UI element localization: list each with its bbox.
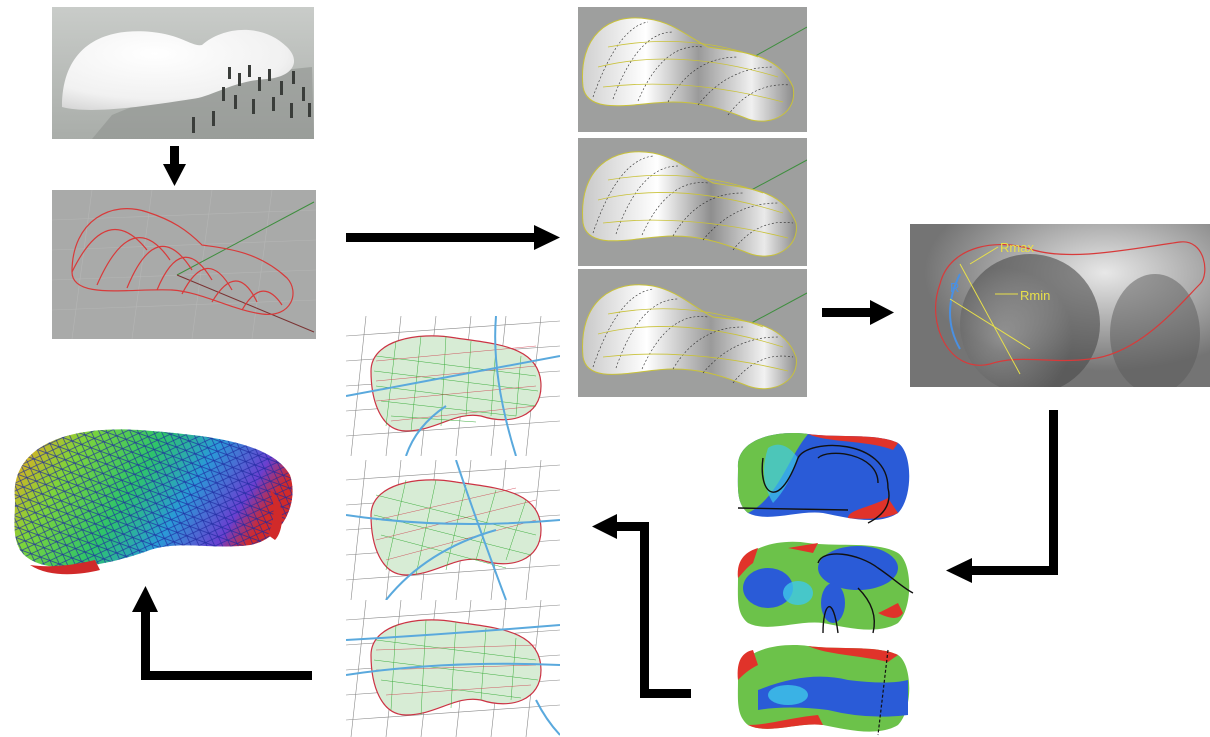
curvature-map-1-panel (728, 428, 914, 528)
form-render-panel (52, 7, 314, 139)
grid-pattern-2-panel (346, 460, 560, 600)
rmin-label: Rmin (1020, 288, 1050, 303)
arrow-elbow-right-vertical (1049, 410, 1058, 575)
rmax-label: Rmax (1000, 240, 1034, 255)
arrow-elbow-middle-top (615, 522, 649, 531)
arrow-down-1-head (163, 164, 186, 186)
arrow-elbow-middle-vertical (640, 526, 649, 698)
surface-variant-1-panel (578, 7, 807, 132)
curvature-analysis-panel: Rmax R Rmin (910, 224, 1210, 387)
surface-variant-3-panel (578, 269, 807, 397)
arrow-elbow-middle-horizontal (640, 689, 691, 698)
arrow-elbow-left-head (132, 586, 158, 612)
surface-variant-2-panel (578, 138, 807, 266)
arrow-right-2-head (870, 300, 894, 325)
curvature-map-3-panel (728, 640, 914, 737)
arrow-right-1-head (534, 225, 560, 250)
arrow-elbow-right-horizontal (970, 566, 1058, 575)
grid-pattern-1-panel (346, 316, 560, 456)
boundary-wireframe-panel (52, 190, 316, 339)
r-label: R (950, 280, 959, 295)
arrow-elbow-left-vertical (141, 610, 150, 680)
grid-pattern-3-panel (346, 600, 560, 737)
arrow-right-1 (346, 233, 536, 242)
final-gridshell-panel (0, 420, 300, 590)
arrow-elbow-left-horizontal (141, 671, 312, 680)
arrow-elbow-middle-head (592, 514, 617, 539)
curvature-map-2-panel (728, 533, 914, 638)
arrow-elbow-right-head (946, 558, 972, 583)
arrow-right-2 (822, 308, 872, 317)
arrow-down-1 (170, 146, 179, 166)
